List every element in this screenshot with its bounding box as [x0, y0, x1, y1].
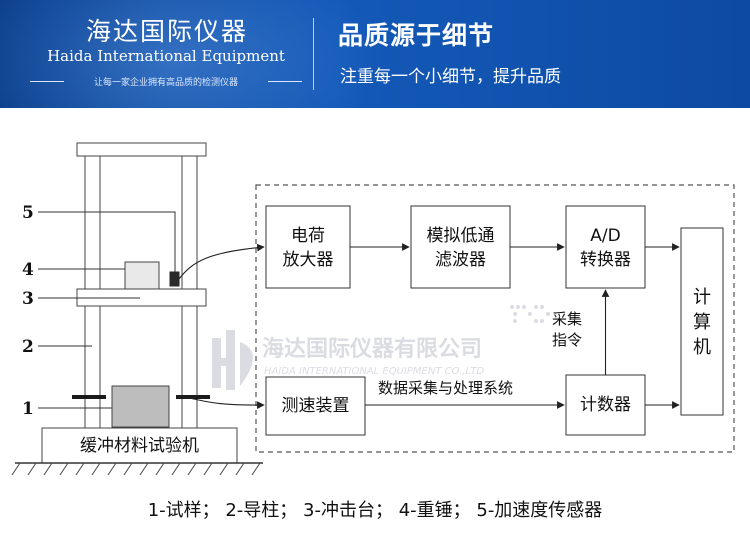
acq-command-line2: 指令 — [552, 331, 582, 349]
drop-hammer — [124, 261, 160, 290]
header-banner: 海达国际仪器 Haida International Equipment 让每一… — [0, 0, 750, 108]
block-lowpass-filter: 模拟低通 滤波器 — [410, 205, 511, 289]
acq-process-label: 数据采集与处理系统 — [378, 379, 513, 397]
sensor-to-amp-arrow — [178, 243, 265, 280]
subline: 注重每一个小细节，提升品质 — [340, 67, 561, 87]
callout-5: 5 — [22, 203, 34, 223]
block-counter: 计数器 — [565, 374, 646, 436]
banner-glow — [0, 0, 380, 108]
specimen — [111, 385, 170, 428]
machine-label: 缓冲材料试验机 — [80, 436, 199, 456]
accelerometer-sensor — [169, 271, 180, 287]
speed-device-label: 测速装置 — [282, 396, 350, 416]
watermark: 海达国际仪器有限公司 HAIDA INTERNATIONAL EQUIPMENT… — [212, 305, 550, 390]
callout-leaders — [38, 211, 176, 409]
block-ad-converter: A/D 转换器 — [565, 205, 646, 289]
brand-slogan: 让每一家企业拥有高品质的检测仪器 — [30, 75, 302, 88]
leader-5 — [38, 211, 176, 272]
block-computer: 计 算 机 — [680, 227, 724, 416]
clamp-to-speed-arrow — [175, 396, 265, 409]
computer-char2: 算 — [693, 312, 711, 333]
connections — [175, 243, 680, 409]
ad-line2: 转换器 — [580, 250, 631, 270]
ground-hatch — [11, 462, 261, 476]
computer-char1: 计 — [693, 287, 711, 308]
watermark-cn: 海达国际仪器有限公司 — [262, 336, 482, 362]
callout-3: 3 — [22, 289, 34, 309]
lowpass-line2: 滤波器 — [435, 250, 486, 270]
watermark-dots — [510, 305, 550, 323]
block-speed-device: 测速装置 — [265, 376, 366, 436]
callouts: 5 4 3 2 1 — [22, 203, 34, 419]
acq-command-line1: 采集 — [552, 310, 582, 328]
test-system-diagram: 海达国际仪器有限公司 HAIDA INTERNATIONAL EQUIPMENT… — [11, 142, 735, 476]
computer-char3: 机 — [693, 337, 711, 358]
callout-2: 2 — [22, 337, 34, 357]
callout-4: 4 — [22, 260, 34, 280]
top-crossbeam — [76, 142, 207, 157]
headline: 品质源于细节 — [338, 21, 495, 50]
test-machine — [41, 142, 238, 464]
brand-name-en: Haida International Equipment — [47, 47, 285, 65]
charge-amp-line2: 放大器 — [283, 250, 334, 270]
lowpass-line1: 模拟低通 — [427, 226, 495, 246]
component-legend: 1-试样； 2-导柱； 3-冲击台； 4-重锤； 5-加速度传感器 — [147, 500, 603, 521]
ad-line1: A/D — [590, 226, 620, 246]
callout-1: 1 — [22, 399, 34, 419]
counter-label: 计数器 — [580, 395, 631, 415]
watermark-en: HAIDA INTERNATIONAL EQUIPMENT CO.,LTD — [264, 366, 484, 377]
watermark-logo-icon — [212, 330, 253, 390]
acquisition-system-boundary — [255, 184, 735, 453]
brand-name-cn: 海达国际仪器 — [85, 17, 248, 46]
block-charge-amplifier: 电荷 放大器 — [265, 205, 351, 289]
header-divider — [313, 18, 314, 90]
charge-amp-line1: 电荷 — [291, 226, 325, 246]
machine-base — [41, 427, 238, 464]
